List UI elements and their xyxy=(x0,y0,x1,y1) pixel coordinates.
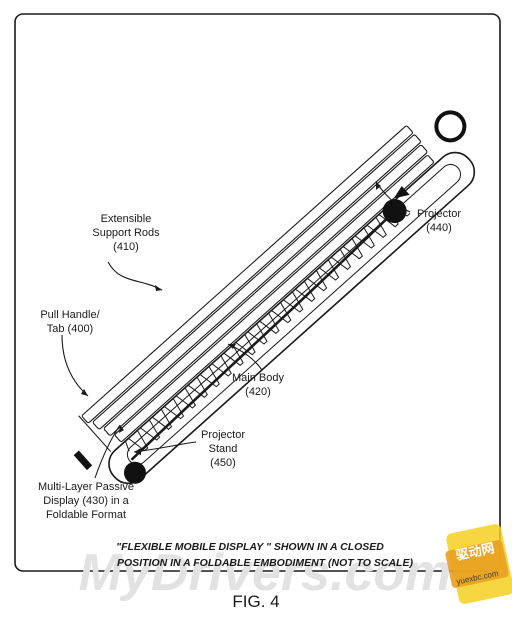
display-label-3: Foldable Format xyxy=(46,509,126,521)
caption-line-2: POSITION IN A FOLDABLE EMBODIMENT (NOT T… xyxy=(117,557,413,569)
extensible-support-rods xyxy=(78,125,434,452)
projector-arrowhead xyxy=(376,182,381,190)
display-arrowhead xyxy=(119,425,124,433)
projector-stand-arrowhead xyxy=(134,448,141,455)
pull-handle-label-2: Tab (400) xyxy=(47,323,93,335)
projector-label-2: (440) xyxy=(426,222,452,234)
caption-line-1: "FLEXIBLE MOBILE DISPLAY " SHOWN IN A CL… xyxy=(116,541,384,553)
pull-handle-arrowhead xyxy=(81,389,88,396)
watermark-text: MyDrivers.com xyxy=(79,544,452,602)
support-rods-arrowhead xyxy=(155,285,162,291)
projector-label-1: Projector xyxy=(417,208,461,220)
main-body-inner xyxy=(126,164,462,465)
pull-handle-label-1: Pull Handle/ xyxy=(40,309,100,321)
main-body-arrowhead xyxy=(228,344,236,349)
projector-lens xyxy=(393,185,410,199)
support-rods-label-1: Extensible xyxy=(101,213,152,225)
figure-label: FIG. 4 xyxy=(232,592,279,611)
pull-handle-leader xyxy=(61,334,89,397)
support-rods-leader xyxy=(107,261,163,291)
main-body-label-1: Main Body xyxy=(232,372,284,384)
main-body-outline xyxy=(108,151,476,485)
projector-cable xyxy=(130,211,395,461)
projector-stand-label-3: (450) xyxy=(210,457,236,469)
projector-stand-label-1: Projector xyxy=(201,429,245,441)
projector-stand xyxy=(123,461,146,484)
support-rods-label-2: Support Rods xyxy=(92,227,160,239)
main-body-label-2: (420) xyxy=(245,386,271,398)
projector-stand-leader xyxy=(133,441,197,453)
display-leader xyxy=(94,424,121,479)
display-label-2: Display (430) in a xyxy=(43,495,129,507)
foldable-display-folds xyxy=(124,203,411,452)
projector-stand-label-2: Stand xyxy=(209,443,238,455)
display-label-1: Multi-Layer Passive xyxy=(38,481,134,493)
end-ring xyxy=(434,110,467,143)
projector xyxy=(382,199,407,224)
watermark-badge: 驱动网 yuexbc.com xyxy=(445,524,512,604)
foldable-device xyxy=(73,110,476,485)
figure-border xyxy=(14,13,501,572)
pull-handle-tab xyxy=(73,450,93,471)
support-rods-label-3: (410) xyxy=(113,241,139,253)
